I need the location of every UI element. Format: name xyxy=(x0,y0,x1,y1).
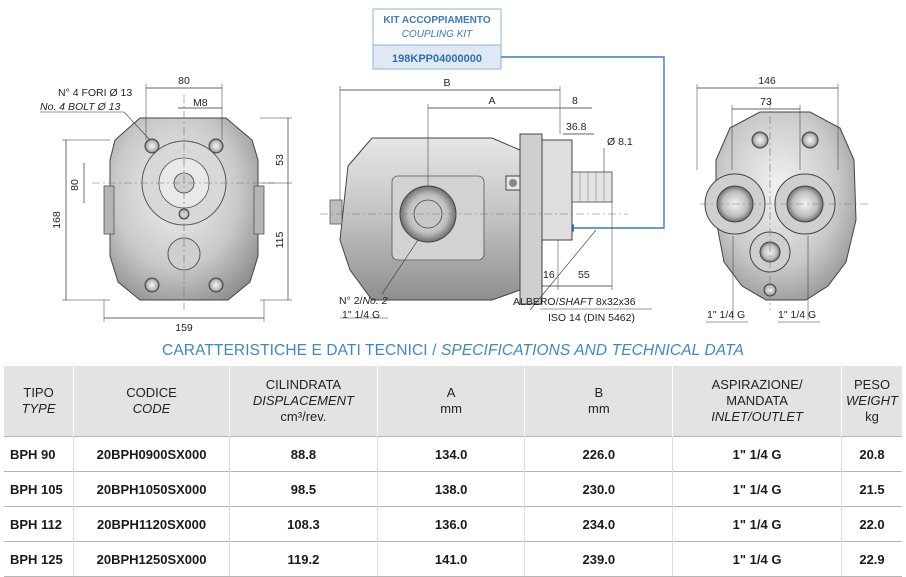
dim-m8: M8 xyxy=(193,97,208,109)
kit-label-en: COUPLING KIT xyxy=(402,29,473,40)
dim-55: 55 xyxy=(578,269,590,281)
kit-label-it: KIT ACCOPPIAMENTO xyxy=(383,15,490,26)
cell-weight: 20.8 xyxy=(841,436,902,472)
table-row: BPH 112 20BPH1120SX000 108.3 136.0 234.0… xyxy=(4,506,902,542)
dim-8: 8 xyxy=(572,95,578,107)
cell-code: 20BPH1050SX000 xyxy=(73,471,230,507)
cell-a: 136.0 xyxy=(376,506,525,542)
shaft-iso: ISO 14 (DIN 5462) xyxy=(548,312,635,324)
cell-weight: 21.5 xyxy=(841,471,902,507)
cell-code: 20BPH0900SX000 xyxy=(73,436,230,472)
cell-type: BPH 105 xyxy=(4,471,74,507)
cell-b: 239.0 xyxy=(524,541,673,577)
spec-title-it: CARATTERISTICHE E DATI TECNICI / xyxy=(162,342,441,359)
cell-displacement: 119.2 xyxy=(229,541,378,577)
cell-weight: 22.9 xyxy=(841,541,902,577)
port-label: N° 2/No. 2 xyxy=(339,295,388,307)
cell-weight: 22.0 xyxy=(841,506,902,542)
cell-inlet-outlet: 1" 1/4 G xyxy=(672,436,842,472)
side-view: B A 8 36.8 Ø 8.1 16 55 N° 2/No. 2 1" 1/4… xyxy=(320,77,652,324)
kit-code: 198KPP04000000 xyxy=(392,53,482,65)
cell-displacement: 88.8 xyxy=(229,436,378,472)
rear-port-right: 1" 1/4 G xyxy=(778,309,816,321)
dim-16: 16 xyxy=(543,269,555,281)
dim-d8-1: Ø 8.1 xyxy=(607,136,633,148)
table-row: BPH 105 20BPH1050SX000 98.5 138.0 230.0 … xyxy=(4,471,902,507)
cell-code: 20BPH1120SX000 xyxy=(73,506,230,542)
cell-b: 226.0 xyxy=(524,436,673,472)
rear-view: 146 73 1" 1/4 G 1" 1/4 G xyxy=(696,75,870,323)
cell-code: 20BPH1250SX000 xyxy=(73,541,230,577)
rear-port-left: 1" 1/4 G xyxy=(707,309,745,321)
dim-a: A xyxy=(488,95,495,107)
cell-type: BPH 125 xyxy=(4,541,74,577)
cell-displacement: 108.3 xyxy=(229,506,378,542)
dim-146: 146 xyxy=(758,75,776,87)
dim-53: 53 xyxy=(274,154,286,166)
cell-type: BPH 112 xyxy=(4,506,74,542)
cell-displacement: 98.5 xyxy=(229,471,378,507)
dim-80-top: 80 xyxy=(178,75,190,87)
dim-73: 73 xyxy=(760,96,772,108)
spec-title-en: SPECIFICATIONS AND TECHNICAL DATA xyxy=(440,342,744,359)
dim-159: 159 xyxy=(175,322,193,334)
cell-b: 234.0 xyxy=(524,506,673,542)
table-row: BPH 90 20BPH0900SX000 88.8 134.0 226.0 1… xyxy=(4,436,902,472)
dim-168: 168 xyxy=(51,211,63,229)
spec-title: CARATTERISTICHE E DATI TECNICI / SPECIFI… xyxy=(0,342,906,360)
cell-a: 141.0 xyxy=(376,541,525,577)
dim-80-left: 80 xyxy=(69,179,81,191)
dim-b: B xyxy=(443,77,450,89)
dim-36-8: 36.8 xyxy=(566,121,587,133)
cell-a: 134.0 xyxy=(376,436,525,472)
cell-inlet-outlet: 1" 1/4 G xyxy=(672,471,842,507)
cell-a: 138.0 xyxy=(376,471,525,507)
cell-inlet-outlet: 1" 1/4 G xyxy=(672,541,842,577)
front-view: 80 M8 N° 4 FORI Ø 13 No. 4 BOLT Ø 13 53 … xyxy=(40,75,292,334)
port-size: 1" 1/4 G xyxy=(342,309,380,321)
table-row: BPH 125 20BPH1250SX000 119.2 141.0 239.0… xyxy=(4,541,902,577)
dim-115: 115 xyxy=(274,231,286,248)
bolt-label-it: N° 4 FORI Ø 13 xyxy=(58,87,132,99)
cell-b: 230.0 xyxy=(524,471,673,507)
technical-drawing: KIT ACCOPPIAMENTO COUPLING KIT 198KPP040… xyxy=(40,8,870,334)
cell-type: BPH 90 xyxy=(4,436,74,472)
shaft-label: ALBERO/SHAFT 8x32x36 xyxy=(513,296,636,308)
bolt-label-en: No. 4 BOLT Ø 13 xyxy=(40,101,120,113)
kit-leader-line xyxy=(501,56,665,229)
cell-inlet-outlet: 1" 1/4 G xyxy=(672,506,842,542)
